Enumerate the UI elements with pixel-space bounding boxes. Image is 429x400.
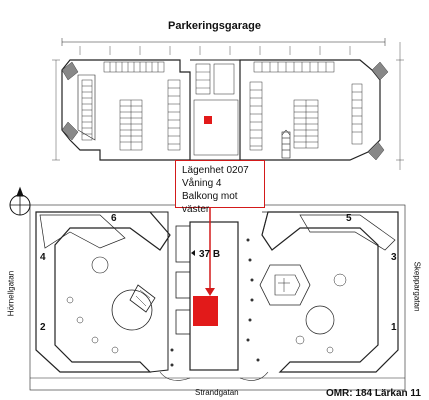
garage-title: Parkeringsgarage <box>168 20 261 32</box>
building-number-1: 1 <box>391 322 397 333</box>
callout-apartment: Lägenhet 0207 <box>182 165 249 176</box>
building-number-3: 3 <box>391 252 397 263</box>
stair-icon <box>281 129 291 159</box>
callout-floor: Våning 4 <box>182 178 222 189</box>
omr-label: OMR: 184 Lärkan 11 <box>325 388 421 399</box>
building-number-2: 2 <box>40 322 46 333</box>
site-blocks <box>29 204 406 391</box>
garage-plan <box>52 38 404 170</box>
callout-arrow <box>205 208 215 296</box>
apartment-callout: Lägenhet 0207 Våning 4 Balkong mot väste… <box>175 160 265 215</box>
street-right: Skeppargatan <box>412 261 422 312</box>
callout-balcony: Balkong mot väster <box>182 191 238 215</box>
building-number-5: 5 <box>346 213 352 224</box>
apartment-marker <box>193 296 218 326</box>
street-bottom: Strandgatan <box>195 388 239 397</box>
street-left: Hörnellgatan <box>6 270 16 317</box>
building-number-4: 4 <box>40 252 46 263</box>
compass-icon <box>9 186 31 216</box>
building-number-6: 6 <box>111 213 117 224</box>
address-label: 37 B <box>199 249 221 260</box>
